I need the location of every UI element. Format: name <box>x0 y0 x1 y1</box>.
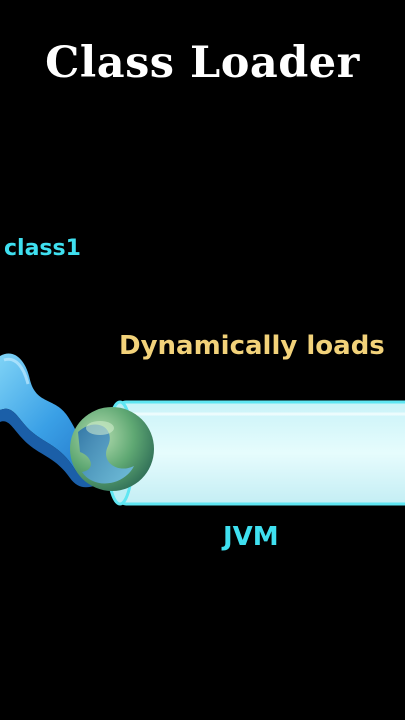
class-ribbon-edge <box>0 408 110 488</box>
loader-ball-swirl <box>78 424 134 484</box>
loader-ball-icon <box>70 407 154 491</box>
jvm-tube-body <box>118 400 405 506</box>
class1-label: class1 <box>4 236 81 261</box>
jvm-label: JVM <box>223 522 279 552</box>
dynamically-loads-label: Dynamically loads <box>119 331 385 361</box>
page-title: Class Loader <box>45 38 360 88</box>
